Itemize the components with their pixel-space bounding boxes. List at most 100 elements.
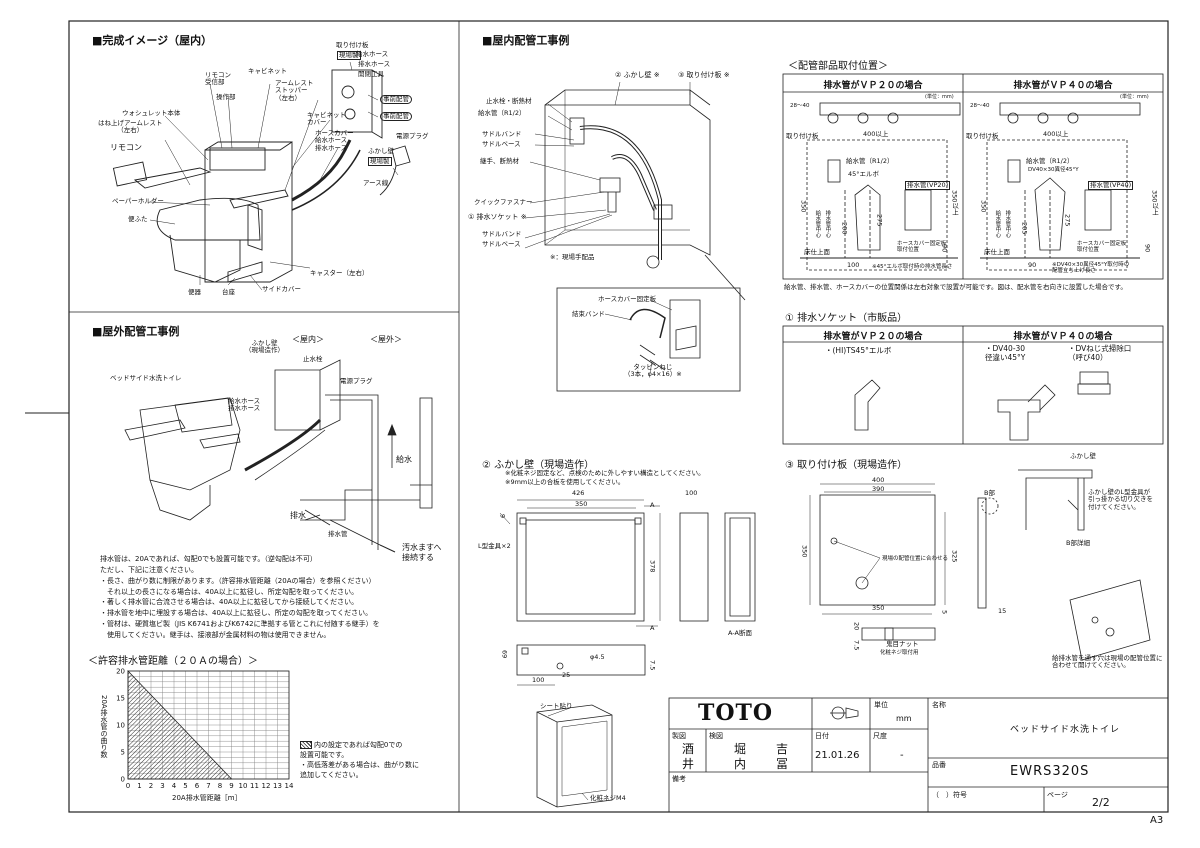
label-benfuta: 便ふた	[128, 215, 148, 223]
label-saddle2: サドルバンド	[482, 230, 522, 238]
plate-d390: 390	[872, 485, 885, 493]
dim-350-40: 350	[979, 200, 988, 213]
tag-site-1: 現場製	[337, 51, 361, 61]
label-kaiheiguu: 開閉工具	[358, 70, 384, 78]
wall-d100: 100	[685, 489, 698, 497]
label-sousabu: 操作部	[216, 93, 236, 101]
wall-d25: 25	[562, 671, 571, 679]
outdoor-note-line: ・著しく排水管に合流させる場合は、40A以上に拡径してから接続してください。	[100, 598, 359, 607]
dim-275-40: 275	[1063, 214, 1072, 227]
label-haisui-hose: 排水ホース	[358, 60, 391, 68]
plate-d5: 5	[940, 610, 949, 615]
unit-vp20: (単位：mm)	[925, 94, 954, 100]
check-1: 堀 吉	[734, 742, 791, 756]
date-label: 日付	[815, 732, 829, 740]
label-quick: クイックファスナー	[474, 198, 533, 206]
socket-table	[782, 325, 1164, 445]
label-fukashi: ふかし壁	[368, 147, 394, 155]
label-indoor-socket: ① 排水ソケット ※	[468, 213, 527, 221]
title-block	[668, 697, 1169, 813]
wall-d7-5: 7.5	[648, 660, 657, 671]
chart-frame	[127, 670, 290, 780]
made-1: 酒	[682, 742, 697, 756]
x-tick-label: 12	[262, 782, 271, 790]
made-2: 井	[682, 757, 697, 771]
label-remocon-uke: リモコン 受信部	[205, 71, 231, 87]
dim-350-20: 350	[799, 200, 808, 213]
tag-jimen-1: 事前配管	[380, 95, 412, 105]
outdoor-note-line: ・排水管を地中に埋設する場合は、40A以上に拡径し、所定の勾配を取ってください。	[100, 609, 373, 618]
wall-d426: 426	[572, 489, 585, 497]
label-tapping: タッピンねじ （3本，φ4×16）※	[624, 363, 682, 379]
outdoor-tomesui: 止水栓	[303, 355, 323, 363]
dim-3500-20: 350以上	[950, 190, 959, 216]
x-tick-label: 5	[183, 782, 187, 790]
hose-cover-detail	[604, 299, 701, 374]
outdoor-notes: 排水管は、20Aであれば、勾配0でも設置可能です。（逆勾配は不可） ただし、下記…	[100, 554, 380, 641]
toritsuke-20: 取り付け板	[786, 132, 819, 140]
label-cabinet: キャビネット	[248, 67, 287, 75]
chart-legend: 内の設定であれば勾配0での 設置可能です。 ・高低落差がある場合は、曲がり数に …	[300, 740, 419, 781]
paper-size: A3	[1150, 815, 1164, 826]
outdoor-note-line: ・管材は、硬質塩ビ製（JIS K6741およびK6742に準拠する管とこれに付随…	[100, 620, 380, 629]
label-daiza: 台座	[222, 288, 235, 296]
made-label: 製図	[672, 732, 686, 740]
section-plate: ③ 取り付け板（現場造作）	[785, 460, 908, 471]
x-tick-label: 2	[149, 782, 153, 790]
hosecover-pos-20: ホースカバー固定板 取付位置	[897, 241, 947, 254]
plate-fukashi: ふかし壁	[1070, 452, 1096, 460]
label-tsugite: 継手、断熱材	[480, 157, 519, 165]
haisui-center-20: 排水管中心	[824, 210, 831, 238]
legend-line: 内の設定であれば勾配0での	[300, 740, 419, 750]
label-washlet: ウォシュレット本体	[122, 109, 181, 117]
haisui40: 排水管(VP40)	[1088, 181, 1134, 191]
kyusui-center-40: 給水管中心	[994, 210, 1001, 238]
outdoor-haisui: 排水	[290, 511, 306, 520]
x-tick-label: 6	[195, 782, 200, 790]
wall-lbracket: L型金具×2	[478, 542, 511, 550]
dim-400-40: 400以上	[1043, 130, 1069, 138]
plate-hole-note: 現場の配管位置に合わせる	[882, 556, 949, 562]
plate-d350v: 350	[800, 545, 809, 558]
socket-h20: 排水管がＶＰ２０の場合	[823, 332, 923, 342]
outdoor-piping-illustration	[124, 359, 433, 553]
section-wall: ② ふかし壁（現場造作）	[482, 460, 595, 471]
dv-note: ※DV40×30異径45°Y取付時の 配管立ち上げ長さ	[1052, 262, 1130, 275]
section-completion: ■完成イメージ（屋内）	[92, 34, 213, 47]
hosecover-pos-40: ホースカバー固定板 取付位置	[1077, 241, 1127, 254]
remark-label: 備考	[672, 775, 686, 783]
dim-3500-40: 350以上	[1150, 190, 1159, 216]
outdoor-note-line: 排水管は、20Aであれば、勾配0でも設置可能です。（逆勾配は不可）	[100, 555, 317, 563]
unit-label: 単位	[874, 701, 888, 709]
y-tick-label: 10	[116, 722, 125, 730]
page-value: 2/2	[1092, 796, 1110, 809]
wall-phi: φ4.5	[590, 653, 605, 661]
dim-205-40: 205	[1020, 222, 1029, 235]
socket-item40b: ・DVねじ式掃除口 （呼び40）	[1068, 344, 1132, 362]
fittings-tables	[782, 73, 1164, 280]
label-benki: 便器	[188, 288, 201, 296]
outdoor-note-line: 使用してください。継手は、接液部が金属材料の物は使用できません。	[100, 630, 331, 639]
x-tick-label: 1	[137, 782, 141, 790]
label-remocon: リモコン	[110, 143, 142, 152]
plate-b-detail: B部詳細	[1066, 539, 1090, 547]
tag-jimen-2: 事前配管	[380, 112, 412, 122]
dv4030: DV40×30異径45°Y	[1028, 167, 1079, 173]
wall-screw: 化粧ネジM4	[590, 794, 626, 802]
hatch-swatch-icon	[300, 741, 312, 749]
wall-d69: 69	[500, 650, 509, 659]
label-side-cover: サイドカバー	[262, 285, 301, 293]
x-tick-label: 7	[206, 782, 210, 790]
plate-nut-note: 化粧ネジ取付用	[880, 650, 919, 656]
tag-site-2: 現場製	[368, 157, 392, 167]
name-label: 名称	[932, 701, 946, 709]
x-tick-label: 11	[250, 782, 259, 790]
section-distance: ＜許容排水管距離（２０Ａの場合）＞	[88, 656, 258, 667]
wall-section-a2: A	[650, 624, 655, 632]
outdoor-bedside: ベッドサイド水洗トイレ	[110, 374, 182, 382]
outdoor-note-line: ただし、下記に注意ください。	[100, 565, 198, 574]
outdoor-hoses: 給水ホース 排水ホース	[228, 397, 261, 413]
